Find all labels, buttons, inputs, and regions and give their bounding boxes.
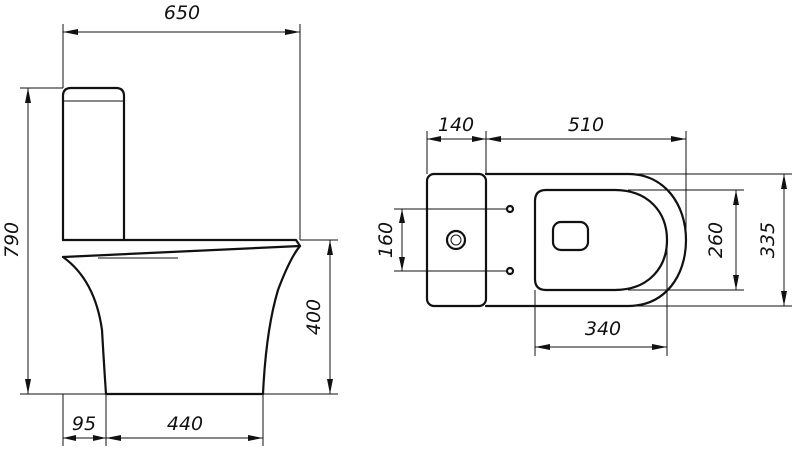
bolt-hole-bottom <box>505 266 515 276</box>
dim-label-340: 340 <box>585 318 621 340</box>
arrow-160-bottom <box>399 257 405 271</box>
bowl-body <box>61 244 302 396</box>
arrow-510-right <box>671 136 686 142</box>
bowl-rim <box>61 238 302 259</box>
dim-label-95: 95 <box>72 413 96 435</box>
arrow-790-top <box>25 88 31 103</box>
arrow-140-left <box>427 136 441 142</box>
arrow-650-right <box>285 29 300 35</box>
bolt-hole-top <box>505 204 515 214</box>
arrow-340-left <box>535 344 550 350</box>
arrow-400-bottom <box>327 379 333 394</box>
dim-label-790: 790 <box>1 222 23 258</box>
dim-label-400: 400 <box>303 299 325 335</box>
dim-label-160: 160 <box>375 222 397 258</box>
dim-label-440: 440 <box>167 413 203 435</box>
dim-label-140: 140 <box>438 114 474 136</box>
flush-button-inner <box>450 234 462 246</box>
drain-outlet <box>551 220 590 252</box>
dim-label-335: 335 <box>757 222 779 258</box>
arrow-510-left <box>486 136 501 142</box>
arrow-160-top <box>399 209 405 223</box>
arrow-95-left <box>63 435 76 441</box>
arrow-260-top <box>733 190 739 205</box>
arrow-400-top <box>327 240 333 255</box>
arrow-340-right <box>652 344 667 350</box>
bowl-opening-outline <box>533 188 669 292</box>
side-view: 650 790 400 95 440 <box>1 2 338 446</box>
cistern-top-outline <box>425 172 488 308</box>
arrow-95-right <box>93 435 106 441</box>
bowl-outer-outline <box>484 172 688 308</box>
arrow-650-left <box>63 29 78 35</box>
dim-label-650: 650 <box>164 2 200 24</box>
flush-button-icon <box>445 229 467 251</box>
dim-label-510: 510 <box>568 114 604 136</box>
arrow-260-bottom <box>733 275 739 290</box>
dim-label-260: 260 <box>705 222 727 258</box>
arrow-790-bottom <box>25 379 31 394</box>
top-view: 140 510 160 260 335 340 <box>375 114 792 356</box>
arrow-440-right <box>248 435 263 441</box>
arrow-140-right <box>472 136 486 142</box>
arrow-335-bottom <box>781 291 787 306</box>
arrow-335-top <box>781 174 787 189</box>
cistern-outline <box>61 86 126 242</box>
arrow-440-left <box>106 435 121 441</box>
